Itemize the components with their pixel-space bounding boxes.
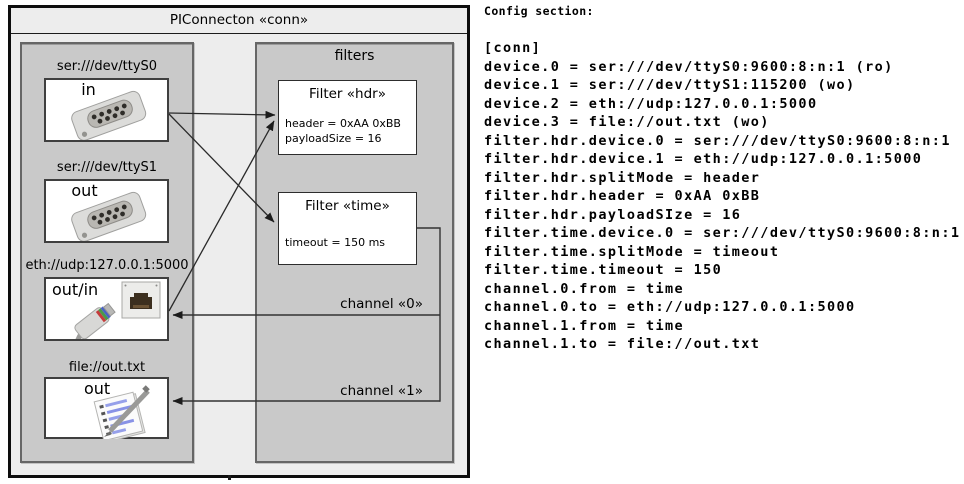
filter-hdr-box: Filter «hdr» header = 0xAA 0xBB payloadS… [278, 80, 417, 155]
filter-time-box: Filter «time» timeout = 150 ms [278, 192, 417, 265]
diagram-anchor-tick [228, 475, 231, 480]
device-direction: out [71, 181, 98, 200]
config-line: filter.hdr.splitMode = header [484, 169, 761, 186]
config-line: channel.0.from = time [484, 280, 685, 297]
config-line: device.2 = eth://udp:127.0.0.1:5000 [484, 95, 818, 112]
piconnector-component: PIConnecton «conn» filters ser:///dev/tt… [8, 5, 470, 478]
device-label-eth: eth://udp:127.0.0.1:5000 [25, 258, 189, 273]
config-line: device.3 = file://out.txt (wo) [484, 114, 770, 130]
device-direction: in [81, 80, 96, 99]
notepad-with-pen-icon [93, 385, 150, 439]
channel-1-label: channel «1» [340, 383, 423, 399]
filter-hdr-attr-payloadsize: payloadSize = 16 [285, 132, 382, 145]
config-line: channel.1.from = time [484, 317, 685, 334]
config-line: device.1 = ser:///dev/ttyS1:115200 (wo) [484, 77, 856, 93]
config-line: filter.hdr.header = 0xAA 0xBB [484, 188, 761, 204]
config-line: device.0 = ser:///dev/ttyS0:9600:8:n:1 (… [484, 58, 894, 75]
config-line: [conn] [484, 40, 542, 56]
config-section: Config section: [conn] device.0 = ser://… [484, 4, 962, 354]
config-line: filter.hdr.device.1 = eth://udp:127.0.0.… [484, 151, 923, 167]
filter-hdr-attr-header: header = 0xAA 0xBB [285, 117, 401, 130]
config-line: filter.time.device.0 = ser:///dev/ttyS0:… [484, 225, 961, 241]
device-label-ttys0: ser:///dev/ttyS0 [56, 59, 158, 74]
device-box-ttys0: in [44, 78, 169, 142]
device-box-eth: out/in [44, 277, 169, 341]
device-box-ttys1: out [44, 179, 169, 243]
filter-time-attr-timeout: timeout = 150 ms [285, 236, 386, 249]
filters-panel-label: filters [334, 48, 375, 64]
device-direction: out [84, 379, 111, 398]
config-line: channel.0.to = eth://udp:127.0.0.1:5000 [484, 299, 856, 315]
channel-0-label: channel «0» [340, 296, 423, 312]
component-title: PIConnecton «conn» [11, 8, 467, 34]
config-line: filter.time.splitMode = timeout [484, 243, 780, 260]
device-direction: out/in [52, 280, 99, 299]
device-label-ttys1: ser:///dev/ttyS1 [56, 160, 158, 175]
device-label-file: file://out.txt [68, 360, 146, 375]
config-line: channel.1.to = file://out.txt [484, 336, 761, 352]
filter-hdr-title: Filter «hdr» [309, 86, 386, 102]
ethernet-plug-icon [70, 281, 161, 339]
device-box-file: out [44, 377, 169, 439]
serial-connector-icon [71, 90, 147, 140]
config-line: filter.time.timeout = 150 [484, 262, 723, 278]
serial-connector-icon [71, 191, 147, 241]
config-line: filter.hdr.device.0 = ser:///dev/ttyS0:9… [484, 132, 951, 149]
config-heading: Config section: [484, 4, 594, 18]
config-line: filter.hdr.payloadSIze = 16 [484, 206, 742, 223]
filter-time-title: Filter «time» [305, 198, 390, 214]
